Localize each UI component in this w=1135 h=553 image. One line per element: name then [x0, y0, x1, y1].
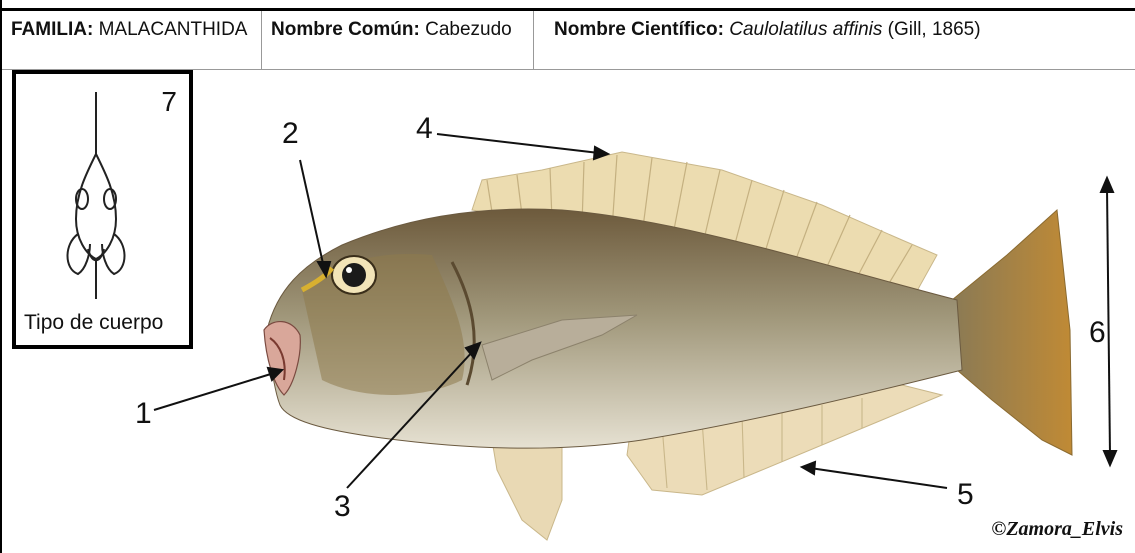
- body-type-icon: [56, 84, 136, 304]
- caudal-fin: [952, 210, 1072, 455]
- callout-1: 1: [135, 397, 152, 431]
- callout-2: 2: [282, 117, 299, 151]
- body-type-box: 7 Tipo de cuerpo: [12, 70, 193, 349]
- callout-6: 6: [1089, 316, 1106, 350]
- callout-4: 4: [416, 112, 433, 146]
- copyright-text: ©Zamora_Elvis: [991, 518, 1123, 541]
- fish-eye: [332, 256, 376, 294]
- callout-5: 5: [957, 478, 974, 512]
- body-type-label: Tipo de cuerpo: [24, 311, 163, 335]
- body-type-number: 7: [161, 86, 177, 118]
- callout-3: 3: [334, 490, 351, 524]
- pelvic-fin: [492, 440, 562, 540]
